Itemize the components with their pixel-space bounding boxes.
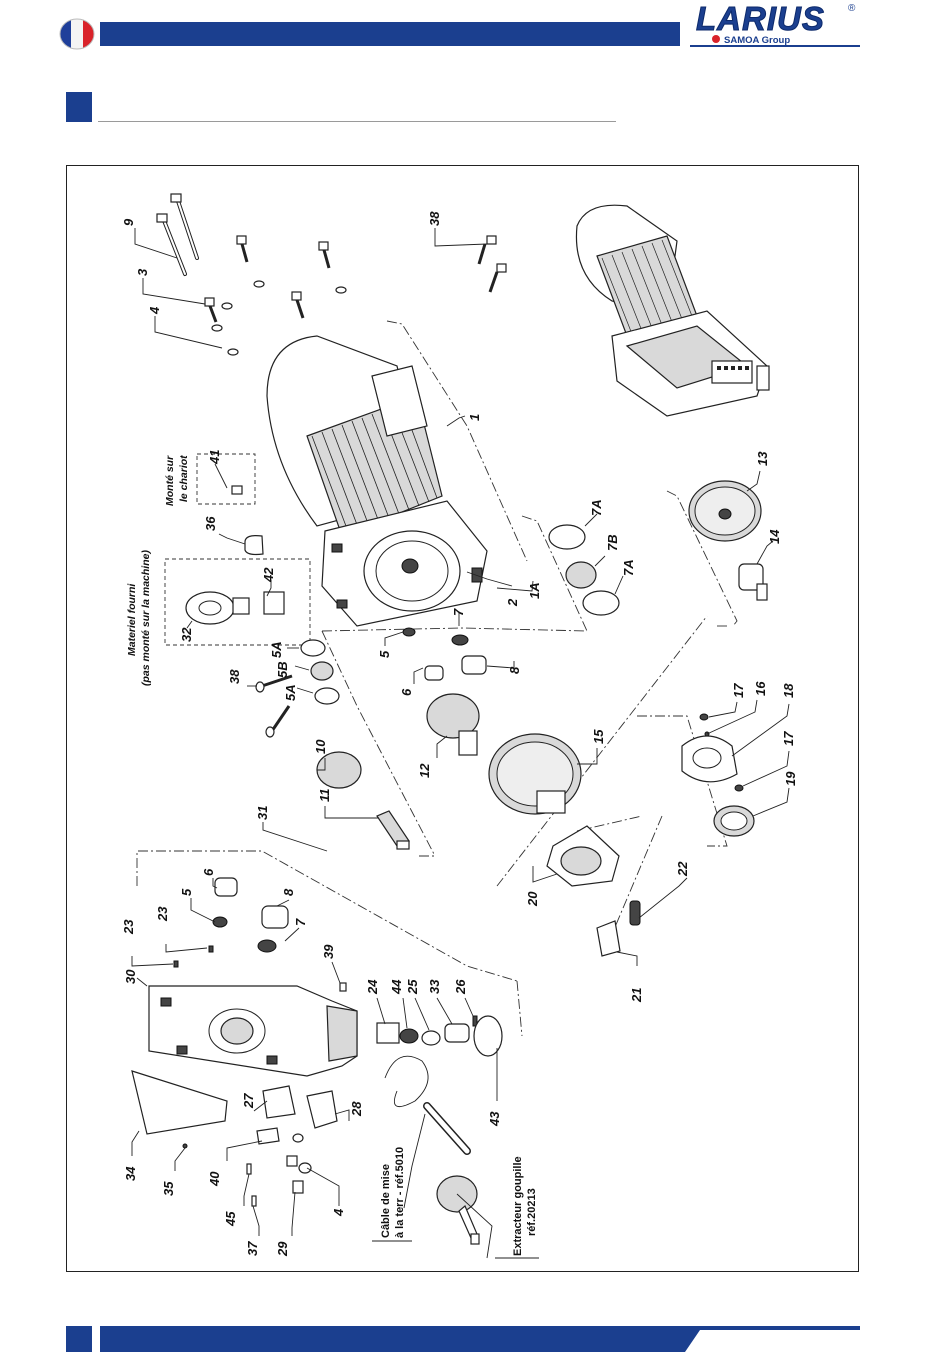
larius-logo: LARIUS ® SAMOA Group	[680, 0, 870, 50]
section-title-underline	[98, 121, 616, 122]
callout-45: 45	[223, 1211, 238, 1227]
callout-44: 44	[389, 979, 404, 995]
note-chariot-2: le chariot	[178, 455, 190, 502]
callout-12: 12	[417, 763, 432, 778]
callout-34: 34	[123, 1166, 138, 1181]
callout-38: 38	[427, 211, 442, 226]
motor-assembly	[266, 335, 488, 627]
callout-7b: 7	[293, 918, 308, 926]
note-extracteur-1: Extracteur goupille	[512, 1156, 524, 1256]
callout-leaders	[131, 228, 790, 1259]
bolts-long	[156, 193, 199, 276]
note-extracteur-2: réf.20213	[526, 1188, 538, 1236]
callout-41: 41	[207, 450, 222, 465]
callout-11: 11	[317, 789, 332, 803]
callout-38b: 38	[227, 669, 242, 684]
callout-36: 36	[203, 516, 218, 531]
callout-16: 16	[753, 681, 768, 696]
callout-1: 1	[467, 414, 482, 421]
callout-8b: 8	[281, 888, 296, 896]
brand-group: SAMOA Group	[724, 35, 790, 46]
callout-37: 37	[245, 1241, 260, 1256]
callout-5b: 5	[179, 888, 194, 896]
note-cable-1: Câble de mise	[380, 1164, 392, 1238]
note-fourni-2: (pas monté sur la machine)	[140, 550, 152, 686]
callout-40: 40	[207, 1171, 222, 1187]
footer-marker	[66, 1326, 92, 1352]
callout-33: 33	[427, 979, 442, 994]
callout-42: 42	[261, 567, 276, 583]
callout-9: 9	[121, 218, 136, 226]
brand-name: LARIUS	[696, 0, 825, 37]
callout-39: 39	[321, 944, 336, 959]
section-marker	[66, 92, 92, 122]
callout-29: 29	[275, 1241, 290, 1257]
callout-23b: 23	[155, 906, 170, 922]
callout-32: 32	[179, 627, 194, 642]
callout-19: 19	[783, 771, 798, 786]
callout-24: 24	[365, 979, 380, 995]
callout-5: 5	[377, 650, 392, 658]
exploded-diagram: 9 3 4 38 1 41 36 42 32 38 5A 5B 5A 5 6 7…	[121, 193, 798, 1259]
callout-22: 22	[675, 861, 690, 877]
callout-2: 2	[505, 598, 520, 607]
callout-1A: 1A	[527, 582, 542, 599]
callout-4: 4	[147, 306, 162, 315]
callout-7B: 7B	[605, 534, 620, 551]
callout-17-2: 17	[781, 731, 796, 746]
box-monte-sur-chariot	[196, 453, 256, 505]
callout-7: 7	[451, 608, 466, 616]
callout-6b: 6	[201, 868, 216, 876]
brand-registered: ®	[848, 3, 856, 14]
box-materiel-fourni	[164, 558, 311, 646]
flag-france-icon	[58, 18, 96, 50]
callout-26: 26	[453, 979, 468, 995]
callout-4b: 4	[331, 1208, 346, 1217]
callout-7A-2: 7A	[621, 559, 636, 576]
callout-27: 27	[241, 1093, 256, 1109]
callout-3: 3	[135, 268, 150, 276]
pin-extractor	[436, 1175, 480, 1245]
note-cable-2: à la terr - réf.5010	[394, 1147, 406, 1238]
callout-23: 23	[121, 919, 136, 935]
bolts-short	[204, 235, 507, 323]
note-chariot-1: Monté sur	[164, 455, 176, 506]
callout-21: 21	[629, 988, 644, 1003]
callout-5A-2: 5A	[283, 684, 298, 701]
callout-6: 6	[399, 688, 414, 696]
callout-30: 30	[123, 969, 138, 984]
callout-5B: 5B	[275, 661, 290, 678]
callout-15: 15	[591, 729, 606, 744]
callout-18: 18	[781, 683, 796, 698]
callout-13: 13	[755, 451, 770, 466]
callouts: 9 3 4 38 1 41 36 42 32 38 5A 5B 5A 5 6 7…	[121, 211, 798, 1257]
callout-7A: 7A	[589, 499, 604, 516]
callout-5A: 5A	[269, 641, 284, 658]
callout-31: 31	[255, 806, 270, 820]
callout-20: 20	[525, 891, 540, 907]
callout-8: 8	[507, 666, 522, 674]
callout-10: 10	[313, 739, 328, 754]
callout-35: 35	[161, 1181, 176, 1196]
callout-17: 17	[731, 683, 746, 698]
note-fourni-1: Materiel fourni	[126, 583, 138, 656]
exploded-diagram-frame: 9 3 4 38 1 41 36 42 32 38 5A 5B 5A 5 6 7…	[66, 165, 859, 1272]
callout-28: 28	[349, 1101, 364, 1117]
diagram-notes: Monté sur le chariot Materiel fourni (pa…	[126, 455, 538, 1256]
motor-iso-view	[575, 204, 770, 417]
footer-bar	[100, 1326, 860, 1352]
callout-43: 43	[487, 1111, 502, 1127]
callout-14: 14	[767, 529, 782, 544]
gearbox-housing	[148, 985, 358, 1077]
samoa-mark-icon	[712, 35, 720, 43]
callout-25: 25	[405, 979, 420, 995]
